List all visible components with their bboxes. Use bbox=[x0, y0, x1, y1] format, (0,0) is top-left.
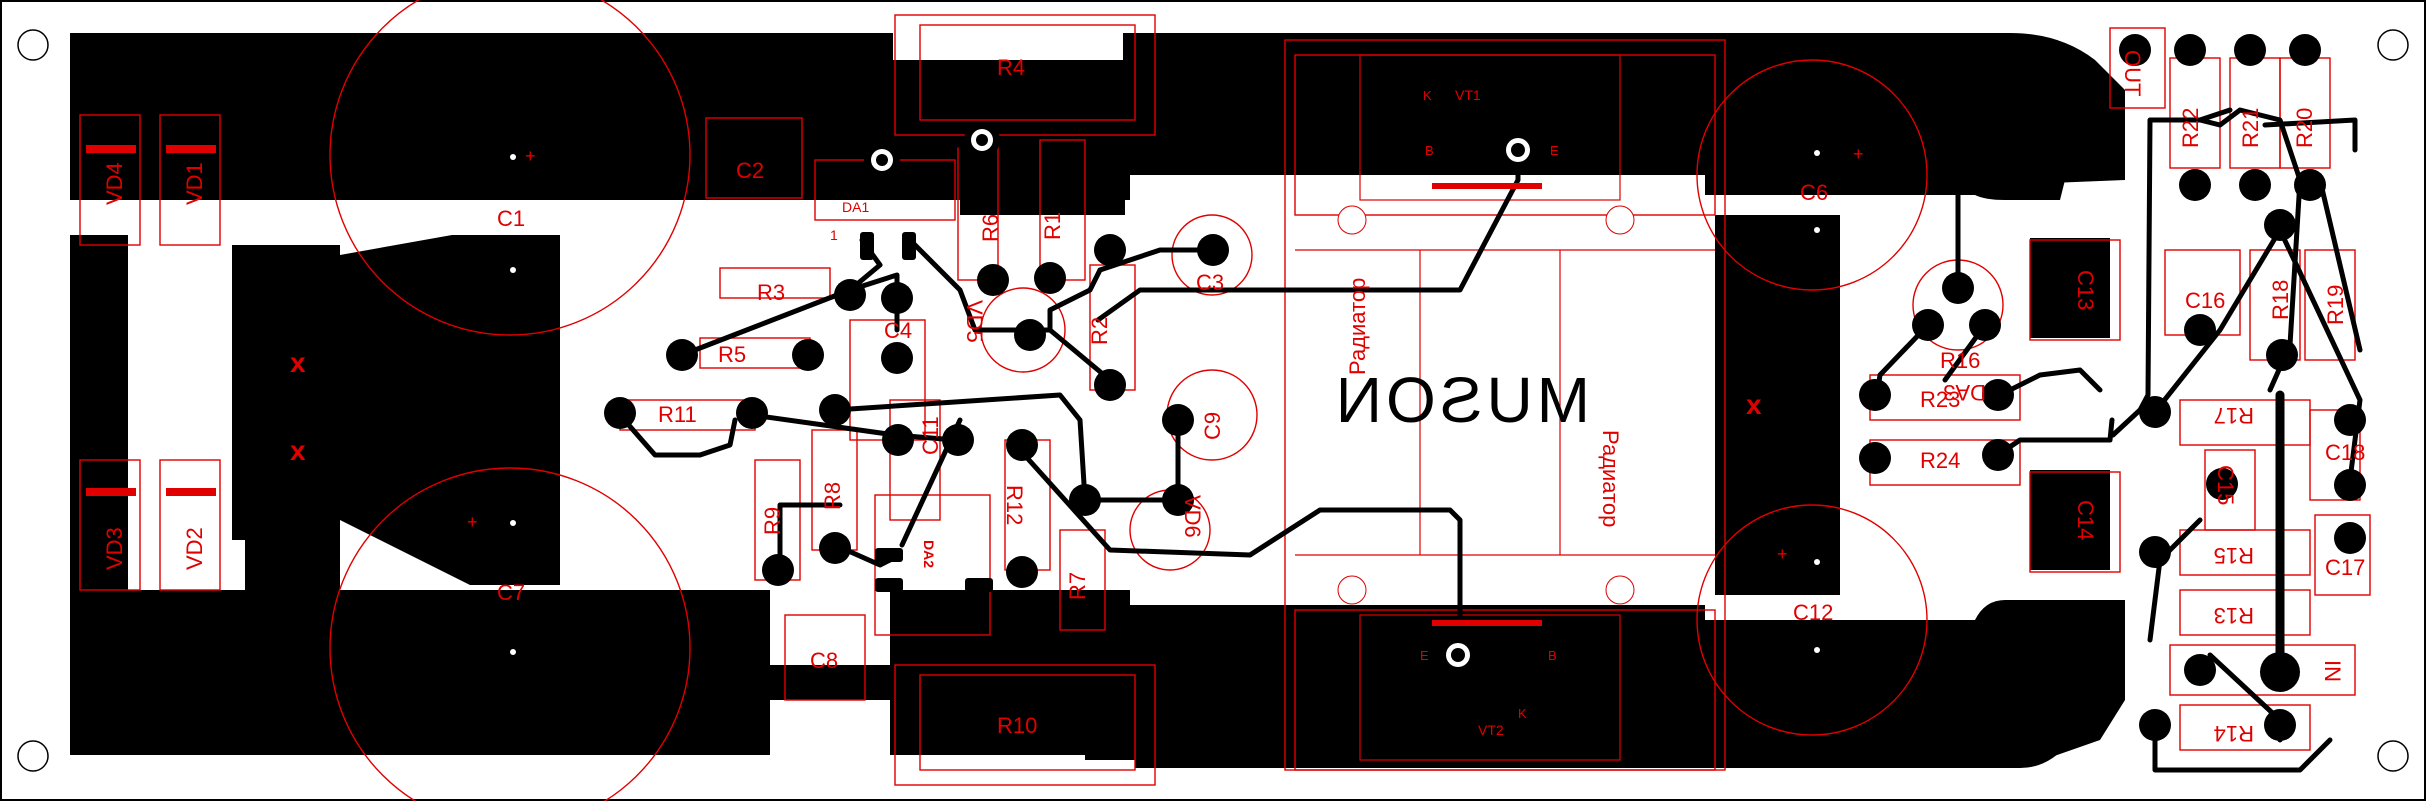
label-c7: C7 bbox=[497, 580, 525, 605]
label-da2: DA2 bbox=[921, 540, 937, 568]
label-r21: R21 bbox=[2238, 108, 2263, 148]
label-vd2: VD2 bbox=[182, 527, 207, 570]
polarity-marker: + bbox=[525, 146, 536, 166]
mounting-hole bbox=[17, 29, 49, 61]
c6-outline bbox=[1696, 59, 1928, 291]
label-r13: R13 bbox=[2214, 603, 2254, 628]
polarity-marker: + bbox=[1777, 544, 1788, 564]
label-da3: DA3 bbox=[1943, 380, 1986, 405]
connector-in: IN bbox=[2320, 660, 2345, 682]
pin-b-vt2: B bbox=[1548, 648, 1557, 663]
tracks bbox=[617, 107, 2363, 773]
label-c6: C6 bbox=[1800, 180, 1828, 205]
label-r12: R12 bbox=[1002, 485, 1027, 525]
label-radiator-bottom: Радиатор bbox=[1598, 430, 1623, 527]
label-c8: C8 bbox=[810, 648, 838, 673]
labels: C1 C7 C6 C12 C2 R4 R10 R3 R5 C4 R11 C3 C… bbox=[102, 50, 2365, 746]
label-r4: R4 bbox=[997, 55, 1025, 80]
pin-e-vt2: E bbox=[1420, 648, 1429, 663]
label-r23: R23 bbox=[1920, 387, 1960, 412]
label-r6: R6 bbox=[978, 214, 1003, 242]
label-r2: R2 bbox=[1087, 317, 1112, 345]
label-c12: C12 bbox=[1793, 600, 1833, 625]
label-r16: R16 bbox=[1940, 348, 1980, 373]
copper-pours bbox=[70, 33, 2125, 768]
label-r9: R9 bbox=[760, 507, 785, 535]
label-c16: C16 bbox=[2185, 288, 2225, 313]
label-r5: R5 bbox=[718, 342, 746, 367]
label-c15: C15 bbox=[2213, 465, 2238, 505]
label-vd3: VD3 bbox=[102, 527, 127, 570]
label-r1: R1 bbox=[1040, 212, 1065, 240]
label-c14: C14 bbox=[2073, 500, 2098, 540]
label-r14: R14 bbox=[2214, 721, 2254, 746]
pin1-da1: 1 bbox=[830, 227, 838, 243]
silkscreen bbox=[79, 0, 2371, 806]
mounting-hole bbox=[2377, 740, 2409, 772]
pin-k-vt2: K bbox=[1518, 706, 1527, 721]
label-r18: R18 bbox=[2268, 280, 2293, 320]
label-r19: R19 bbox=[2323, 285, 2348, 325]
label-r22: R22 bbox=[2178, 108, 2203, 148]
label-vd1: VD1 bbox=[182, 162, 207, 205]
label-r7: R7 bbox=[1065, 572, 1090, 600]
label-vd4: VD4 bbox=[102, 162, 127, 205]
label-c2: C2 bbox=[736, 158, 764, 183]
label-c4: C4 bbox=[884, 318, 912, 343]
vias bbox=[510, 150, 1820, 655]
polarity-marker: + bbox=[1853, 144, 1864, 164]
mounting-hole bbox=[2377, 29, 2409, 61]
pin-k-vt1: K bbox=[1423, 88, 1432, 103]
pads bbox=[604, 34, 2366, 741]
no-connect-marker: x bbox=[290, 435, 306, 466]
c12-outline bbox=[1696, 504, 1928, 736]
label-c9: C9 bbox=[1200, 412, 1225, 440]
pin-b-vt1: B bbox=[1425, 143, 1434, 158]
label-vt2: VT2 bbox=[1478, 722, 1504, 738]
mounting-hole bbox=[17, 740, 49, 772]
pin-e-vt1: E bbox=[1550, 143, 1559, 158]
label-r24: R24 bbox=[1920, 448, 1960, 473]
label-r17: R17 bbox=[2214, 403, 2254, 428]
no-connect-marker: x bbox=[290, 347, 306, 378]
label-da1: DA1 bbox=[842, 199, 869, 215]
label-c18: C18 bbox=[2325, 440, 2365, 465]
label-vd6: VD6 bbox=[1180, 495, 1205, 538]
label-r8: R8 bbox=[820, 482, 845, 510]
label-r11: R11 bbox=[658, 402, 697, 427]
label-c17: C17 bbox=[2325, 555, 2365, 580]
brand-text: MUSON bbox=[1332, 364, 1590, 436]
label-c11: C11 bbox=[918, 416, 943, 455]
no-connect-marker: x bbox=[1746, 389, 1762, 420]
c1-outline bbox=[329, 0, 691, 336]
label-vd5: VD5 bbox=[962, 300, 987, 343]
label-vt1: VT1 bbox=[1455, 87, 1481, 103]
label-r10: R10 bbox=[997, 713, 1037, 738]
label-c13: C13 bbox=[2073, 270, 2098, 310]
polarity-marker: + bbox=[467, 512, 478, 532]
label-c1: C1 bbox=[497, 206, 525, 231]
label-c3: C3 bbox=[1196, 270, 1224, 295]
label-r20: R20 bbox=[2292, 108, 2317, 148]
label-radiator-top: Радиатор bbox=[1345, 278, 1370, 375]
c7-outline bbox=[329, 467, 691, 806]
label-r3: R3 bbox=[757, 280, 785, 305]
connector-out: OUT bbox=[2120, 50, 2145, 96]
label-r15: R15 bbox=[2214, 543, 2254, 568]
